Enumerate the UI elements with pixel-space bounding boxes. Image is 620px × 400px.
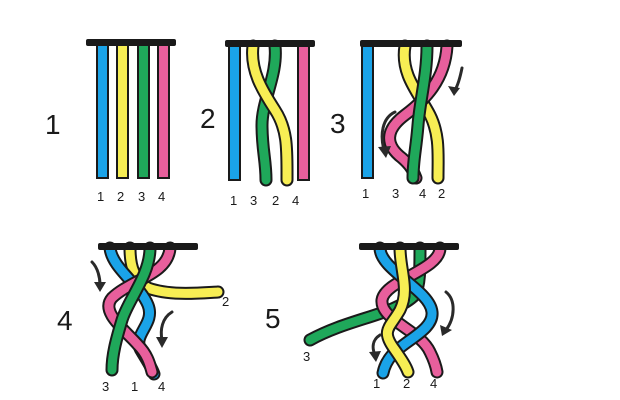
side-strand-label: 2: [222, 294, 229, 309]
step-1: 1 1 2 3 4: [45, 39, 176, 204]
strands: [96, 43, 170, 179]
strand-label: 3: [250, 193, 257, 208]
strand-label: 1: [131, 379, 138, 394]
strand-label: 3: [392, 186, 399, 201]
step-3: 3 1 3 4 2: [330, 39, 464, 201]
strand-label: 3: [102, 379, 109, 394]
strand-blue: [361, 43, 374, 179]
strand-label: 2: [117, 189, 124, 204]
step-number: 2: [200, 103, 216, 134]
strand-blue: [96, 43, 109, 179]
strand-label: 4: [158, 189, 165, 204]
strand-label: 1: [362, 186, 369, 201]
curved-arrow-icon: [156, 310, 174, 348]
curved-arrow-icon: [369, 333, 382, 362]
strand-label: 1: [373, 376, 380, 391]
curved-arrow-icon: [378, 110, 397, 158]
strand-blue: [228, 43, 241, 181]
curved-arrow-icon: [440, 290, 455, 336]
top-bar: [98, 243, 198, 250]
strand-label: 4: [430, 376, 437, 391]
strand-label: 1: [97, 189, 104, 204]
strand-green: [137, 43, 150, 179]
strand-label: 4: [419, 186, 426, 201]
step-2: 2 1 3 2 4: [200, 39, 315, 208]
strand-label: 2: [272, 193, 279, 208]
top-bar: [86, 39, 176, 46]
step-number: 4: [57, 305, 73, 336]
strand-yellow: [116, 43, 129, 179]
strand-label: 1: [230, 193, 237, 208]
step-4: 4 2 3 1 4: [57, 241, 229, 394]
step-5: 5 3 1 2 4: [265, 241, 459, 391]
strand-label: 3: [138, 189, 145, 204]
top-bar: [360, 40, 462, 47]
step-number: 5: [265, 303, 281, 334]
strand-pink: [157, 43, 170, 179]
step-number: 1: [45, 109, 61, 140]
top-bar: [225, 40, 315, 47]
step-number: 3: [330, 108, 346, 139]
strand-label: 2: [438, 186, 445, 201]
strand-label: 4: [158, 379, 165, 394]
strand-pink: [297, 43, 310, 181]
curved-arrow-icon: [90, 260, 106, 292]
strand-label: 4: [292, 193, 299, 208]
strand-label: 2: [403, 376, 410, 391]
top-bar: [359, 243, 459, 250]
side-strand-label: 3: [303, 349, 310, 364]
curved-arrow-icon: [448, 66, 464, 96]
